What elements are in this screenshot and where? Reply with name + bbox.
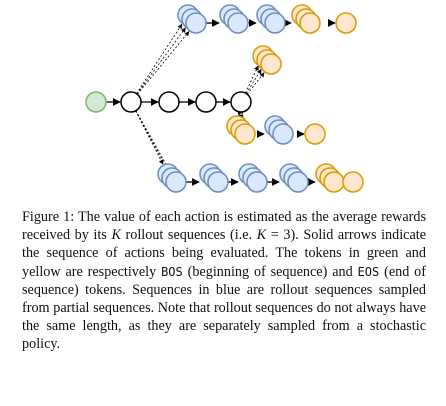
rollout-token: [272, 123, 294, 145]
rollout-dotted-arrow: [137, 31, 190, 95]
figure-caption: Figure 1: The value of each action is es…: [22, 208, 426, 354]
action-node: [158, 91, 180, 113]
rollout-token: [207, 171, 229, 193]
rollout-token: [185, 12, 207, 34]
figure-label: Figure 1:: [22, 209, 75, 225]
rollout-dotted-arrow: [136, 27, 186, 95]
rollout-dotted-arrow: [246, 72, 265, 95]
rollout-dotted-arrow: [135, 110, 164, 165]
rollout-dotted-arrow: [245, 68, 262, 94]
rollout-dotted-arrow: [244, 65, 259, 94]
rollout-dotted-arrow: [136, 23, 183, 94]
rollout-dotted-arrow: [135, 110, 171, 173]
bos-token: [85, 91, 107, 113]
rollout-diagram: [85, 4, 364, 193]
eos-token: [304, 123, 326, 145]
eos-token: [299, 12, 321, 34]
eos-token: [335, 12, 357, 34]
rollout-dotted-arrow: [135, 110, 168, 169]
rollout-token: [165, 171, 187, 193]
eos-token: [260, 53, 282, 75]
eos-token: [234, 123, 256, 145]
eos-token: [342, 171, 364, 193]
rollout-token: [246, 171, 268, 193]
caption-text: The value of each action is estimated as…: [22, 209, 426, 353]
action-node: [195, 91, 217, 113]
eos-token: [323, 171, 345, 193]
action-node: [120, 91, 142, 113]
rollout-token: [264, 12, 286, 34]
action-node: [230, 91, 252, 113]
rollout-token: [287, 171, 309, 193]
rollout-token: [227, 12, 249, 34]
